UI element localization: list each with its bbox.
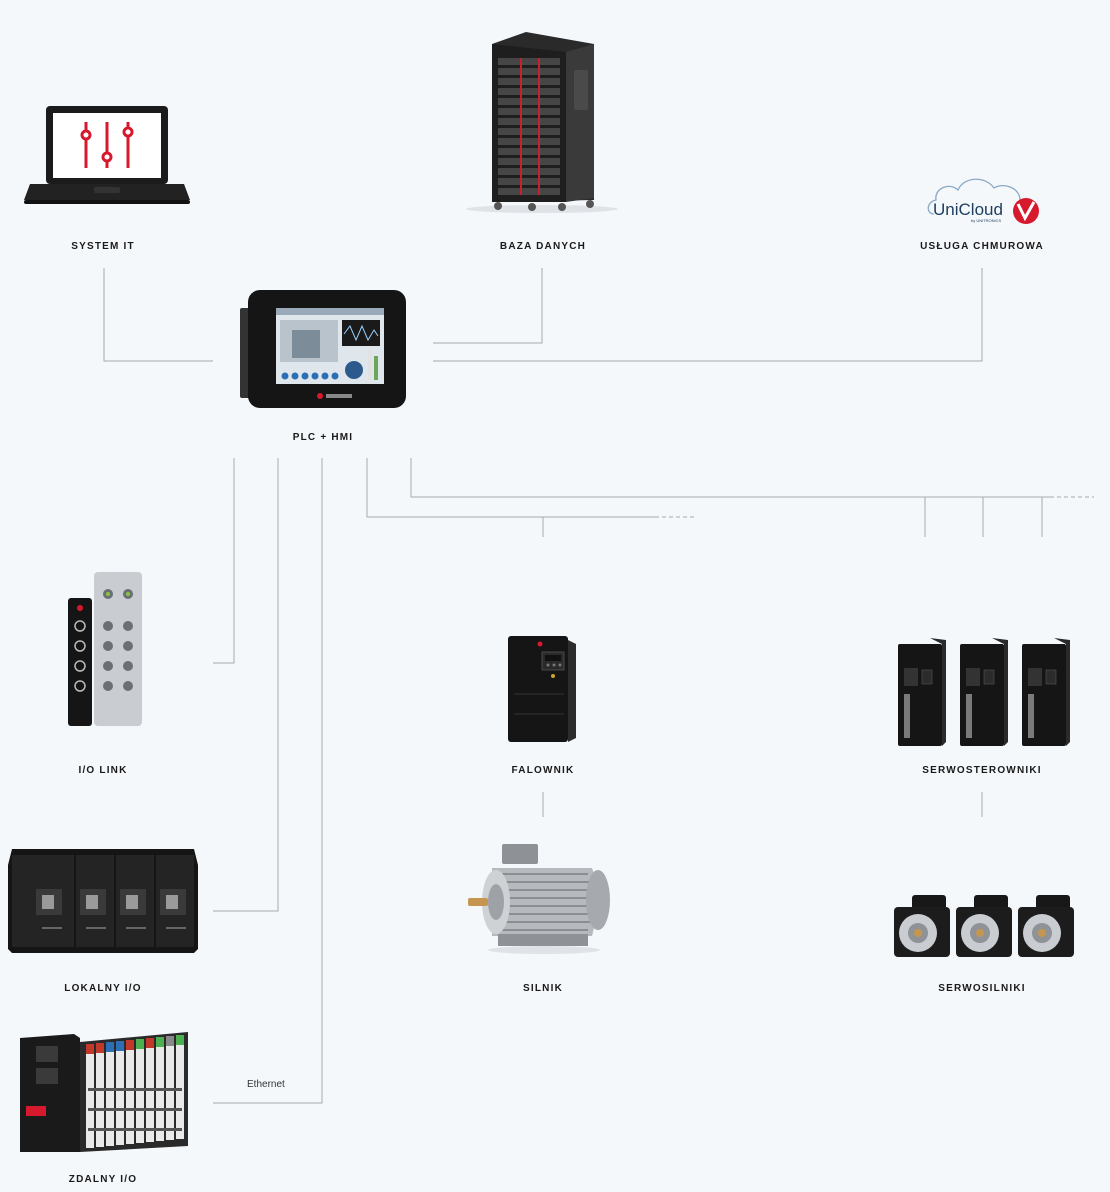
servo-motors-icon [894,895,1074,957]
lokalny-io-label: LOKALNY I/O [64,983,142,994]
link-system-it [103,268,213,362]
io-link-label: I/O LINK [78,765,128,776]
falownik-label: FALOWNIK [511,765,575,776]
inverter-icon [508,636,576,742]
link-cloud [433,268,983,362]
svg-text:by UNITRONICS: by UNITRONICS [971,218,1002,223]
link-io-link [213,458,235,664]
usluga-chmurowa-label: USŁUGA CHMUROWA [920,241,1044,252]
serwosilniki-label: SERWOSILNIKI [938,983,1026,994]
serwosterowniki-label: SERWOSTEROWNIKI [922,765,1042,776]
system-it-label: SYSTEM IT [71,241,135,252]
link-baza-danych [433,268,543,344]
laptop-icon [24,106,190,204]
electric-motor-icon [468,844,610,954]
local-io-modules-icon [8,849,198,953]
link-falownik [366,458,655,518]
unicloud-logo-icon: UniCloud by UNITRONICS [927,178,1039,224]
silnik-label: SILNIK [523,983,563,994]
zdalny-io-label: ZDALNY I/O [68,1174,138,1185]
ethernet-link-label: Ethernet [247,1079,285,1090]
plc-hmi-label: PLC + HMI [292,432,354,443]
link-lokalny-io [213,458,279,912]
server-rack-icon [466,32,618,213]
baza-danych-label: BAZA DANYCH [499,241,587,252]
servo-drives-icon [898,638,1070,746]
remote-io-rack-icon [20,1032,188,1152]
svg-text:UniCloud: UniCloud [933,200,1003,219]
link-zdalny-io [213,458,323,1104]
link-serwo-bus [410,458,1050,498]
io-link-module-icon [68,572,142,726]
plc-hmi-panel-icon [240,290,406,408]
